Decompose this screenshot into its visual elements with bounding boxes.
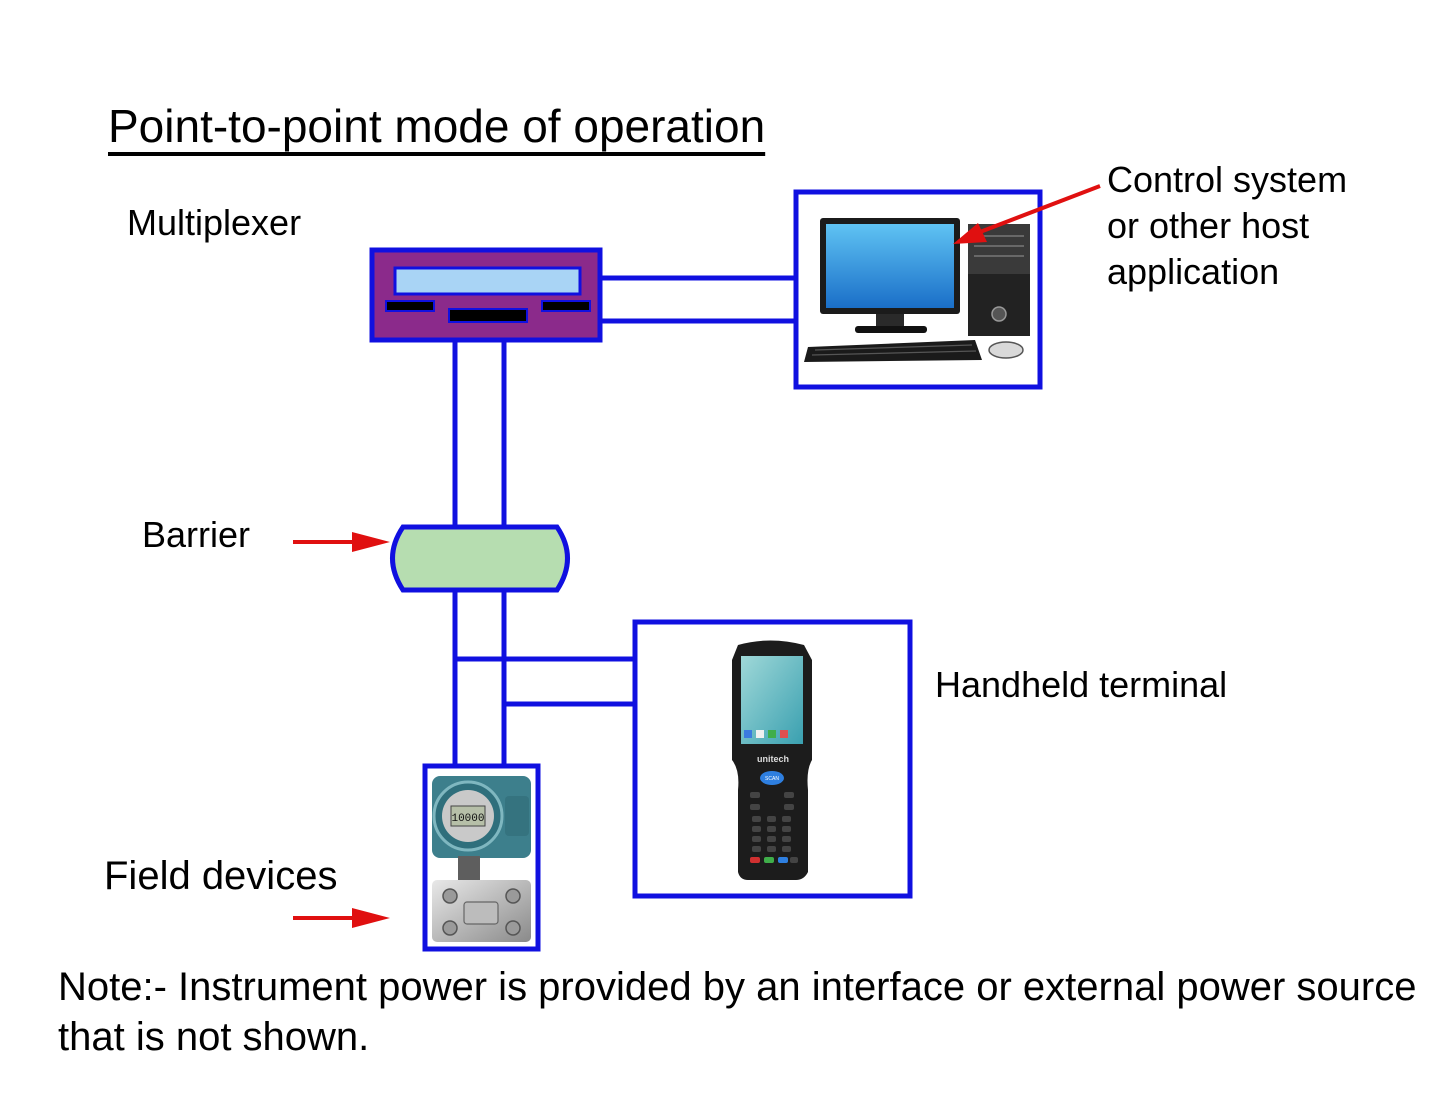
page-title: Point-to-point mode of operation — [108, 100, 766, 152]
host-label-line-1: Control system — [1107, 159, 1348, 200]
arrows — [293, 184, 1101, 928]
handheld-scan-label: SCAN — [765, 776, 779, 782]
host-label-line-2: or other host — [1107, 205, 1310, 246]
arrow-to-field-device — [293, 908, 390, 928]
transmitter-display: 10000 — [451, 813, 484, 825]
handheld-terminal-label: Handheld terminal — [935, 664, 1228, 705]
wires — [452, 275, 796, 768]
arrow-to-barrier — [293, 532, 390, 552]
field-devices-label: Field devices — [104, 854, 338, 898]
power-note: Note:- Instrument power is provided by a… — [58, 965, 1417, 1059]
multiplexer — [369, 247, 603, 343]
handheld-brand-text: unitech — [757, 754, 789, 764]
host-label-line-3: application — [1107, 251, 1280, 292]
pressure-transmitter-icon: 10000 — [432, 776, 531, 942]
host-application-label: Control system or other host application — [1107, 157, 1437, 295]
barrier-label: Barrier — [142, 514, 251, 555]
multiplexer-label: Multiplexer — [127, 202, 302, 243]
computer-icon — [804, 218, 1030, 362]
barrier — [390, 524, 570, 593]
arrow-to-host-screen — [953, 184, 1101, 244]
handheld-terminal-icon: unitech SCAN — [732, 640, 812, 880]
